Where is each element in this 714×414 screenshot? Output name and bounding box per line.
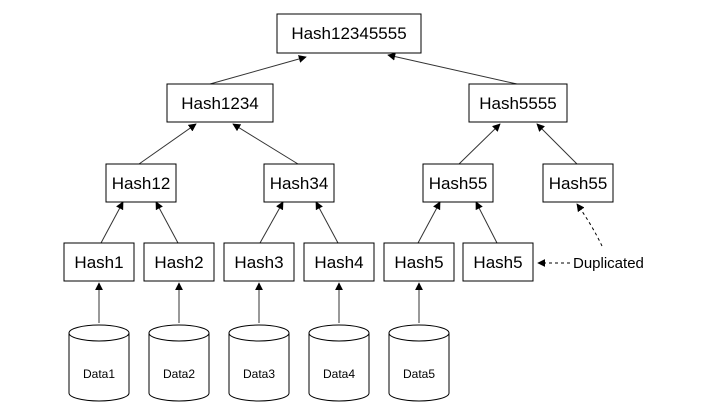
duplicated-annotation: Duplicated xyxy=(573,255,644,272)
cylinder-top-rim xyxy=(228,332,290,342)
node-hash5-left-label: Hash5 xyxy=(394,253,443,272)
data-block-5-label: Data5 xyxy=(403,367,435,381)
database-icon xyxy=(148,324,210,402)
data-block-4-label: Data4 xyxy=(323,367,355,381)
node-hash55-right-box xyxy=(542,163,614,203)
node-hash1234-box xyxy=(166,83,274,123)
edge-hash34-to-hash1234 xyxy=(232,123,299,165)
node-hash4-box xyxy=(303,242,375,282)
data-block-2: Data2 xyxy=(148,324,210,402)
data-block-5: Data5 xyxy=(388,324,450,402)
database-icon xyxy=(388,324,450,402)
node-hash3: Hash3 xyxy=(223,242,295,282)
data-block-2-label: Data2 xyxy=(163,367,195,381)
node-hash2-label: Hash2 xyxy=(154,253,203,272)
node-hash5-left: Hash5 xyxy=(383,242,455,282)
node-root: Hash12345555 xyxy=(276,13,422,54)
node-root-label: Hash12345555 xyxy=(291,24,406,43)
edge-hash55-dup-to-hash5555 xyxy=(536,123,578,165)
node-hash55-right: Hash55 xyxy=(542,163,614,203)
node-hash55-left-box xyxy=(422,163,494,203)
node-hash3-label: Hash3 xyxy=(234,253,283,272)
edge-hash5555-to-root xyxy=(387,52,518,85)
edges xyxy=(95,52,603,323)
node-hash12-label: Hash12 xyxy=(112,174,171,193)
node-hash12: Hash12 xyxy=(105,163,177,203)
data-block-3: Data3 xyxy=(228,324,290,402)
edge-hash1-to-hash12 xyxy=(100,201,124,244)
database-icon xyxy=(308,324,370,402)
node-hash55-left: Hash55 xyxy=(422,163,494,203)
node-root-box xyxy=(276,13,422,54)
database-icon xyxy=(228,324,290,402)
node-hash3-box xyxy=(223,242,295,282)
node-hash1: Hash1 xyxy=(63,242,135,282)
node-hash55-left-label: Hash55 xyxy=(429,174,488,193)
database-icon xyxy=(68,324,130,402)
dashed-arrow-duplicated-to-hash55 xyxy=(576,203,603,247)
node-hash4: Hash4 xyxy=(303,242,375,282)
cylinder-top-rim xyxy=(388,332,450,342)
node-hash1234-label: Hash1234 xyxy=(181,94,259,113)
node-hash12-box xyxy=(105,163,177,203)
node-hash34-box xyxy=(263,163,335,203)
node-hash5-right-box xyxy=(462,242,534,282)
edge-hash12-to-hash1234 xyxy=(138,123,197,165)
node-hash2-box xyxy=(143,242,215,282)
data-block-1-label: Data1 xyxy=(83,367,115,381)
node-hash5555: Hash5555 xyxy=(468,83,568,123)
data-block-3-label: Data3 xyxy=(243,367,275,381)
cylinder-top-rim xyxy=(308,332,370,342)
data-block-1: Data1 xyxy=(68,324,130,402)
node-hash5555-box xyxy=(468,83,568,123)
cylinder-top-rim xyxy=(148,332,210,342)
node-hash55-right-label: Hash55 xyxy=(549,174,608,193)
node-hash34: Hash34 xyxy=(263,163,335,203)
node-hash1-label: Hash1 xyxy=(74,253,123,272)
edge-hash2-to-hash12 xyxy=(155,201,179,244)
edge-hash4-to-hash34 xyxy=(315,201,339,244)
edge-hash55-to-hash5555 xyxy=(458,123,501,165)
data-block-4: Data4 xyxy=(308,324,370,402)
node-hash1-box xyxy=(63,242,135,282)
node-hash4-label: Hash4 xyxy=(314,253,363,272)
node-hash5-right: Hash5 xyxy=(462,242,534,282)
edge-hash1234-to-root xyxy=(209,55,307,85)
node-hash5-left-box xyxy=(383,242,455,282)
node-hash2: Hash2 xyxy=(143,242,215,282)
node-hash34-label: Hash34 xyxy=(270,174,329,193)
cylinder-top-rim xyxy=(68,332,130,342)
edge-hash3-to-hash34 xyxy=(259,201,284,244)
edge-hash5-to-hash55 xyxy=(417,201,441,244)
edge-hash5-dup-to-hash55 xyxy=(475,201,498,244)
node-hash5555-label: Hash5555 xyxy=(479,94,557,113)
node-hash5-right-label: Hash5 xyxy=(473,253,522,272)
node-hash1234: Hash1234 xyxy=(166,83,274,123)
